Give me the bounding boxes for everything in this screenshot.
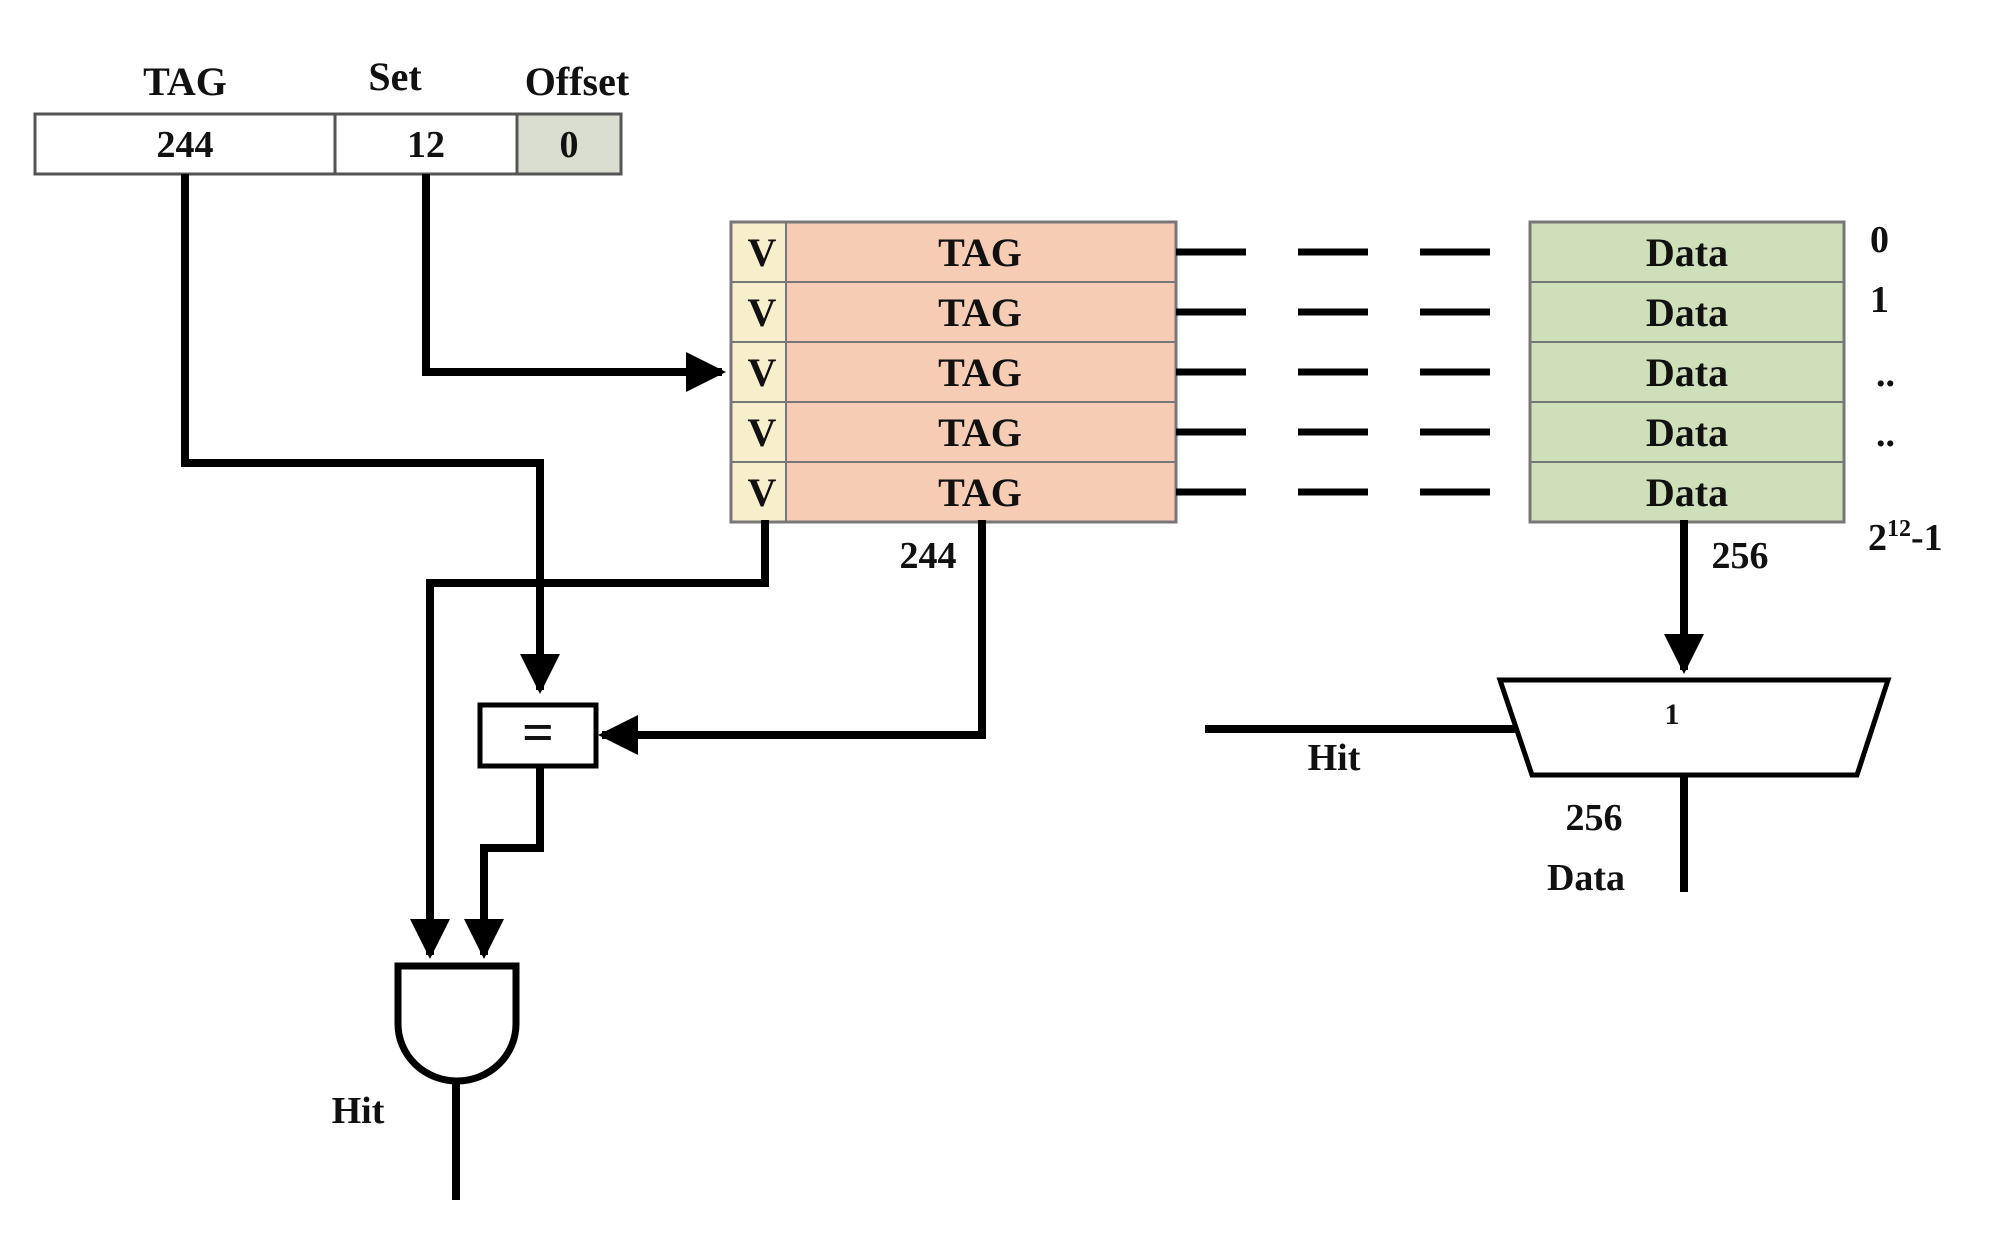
offset-field-bits: 0 xyxy=(560,124,579,166)
tag-width-label: 244 xyxy=(900,535,957,577)
data-cell xyxy=(1529,401,1845,463)
valid-bit-label: V xyxy=(748,410,777,455)
data-cell xyxy=(1529,461,1845,523)
data-cell-label: Data xyxy=(1646,470,1728,515)
stored-tag-wire xyxy=(598,520,986,755)
tag-comparator: = xyxy=(477,702,599,769)
set-index-label: 0 xyxy=(1870,219,1889,261)
data-cell xyxy=(1529,281,1845,343)
tag-cell-label: TAG xyxy=(938,290,1022,335)
data-cell-label: Data xyxy=(1646,350,1728,395)
set-index-label: .. xyxy=(1876,413,1895,455)
wires xyxy=(181,174,1704,1200)
tag-field-bits: 244 xyxy=(157,124,214,166)
and-gate xyxy=(394,962,520,1085)
tag-data-links xyxy=(1176,248,1490,496)
data-mux: 1 xyxy=(1496,677,1892,778)
data-cell-label: Data xyxy=(1646,230,1728,275)
tag-cell-label: TAG xyxy=(938,410,1022,455)
tag-cell-label: TAG xyxy=(938,470,1022,515)
data-cell xyxy=(1529,221,1845,283)
valid-bit-wire xyxy=(410,520,769,959)
tag-array-row: V TAG xyxy=(730,221,1177,283)
valid-bit-label: V xyxy=(748,470,777,515)
and-hit-label: Hit xyxy=(332,1090,385,1132)
tag-array-row: V TAG xyxy=(730,401,1177,463)
comparator-symbol: = xyxy=(522,702,554,764)
mux-hit-label: Hit xyxy=(1308,737,1361,779)
offset-field-cell xyxy=(515,112,623,176)
tag-array: V TAG V TAG V TAG V TAG V TAG xyxy=(729,220,1178,524)
address-register: TAG Set Offset 244 12 0 xyxy=(33,54,630,176)
tag-field-header: TAG xyxy=(143,59,227,104)
tag-cell-label: TAG xyxy=(938,230,1022,275)
set-index-label: 1 xyxy=(1870,279,1889,321)
compare-result-wire xyxy=(464,768,544,959)
set-field-header: Set xyxy=(368,54,422,99)
tag-field-cell xyxy=(33,112,337,176)
data-cell xyxy=(1529,341,1845,403)
data-cell-label: Data xyxy=(1646,410,1728,455)
set-field-bits: 12 xyxy=(407,124,445,166)
valid-bit-label: V xyxy=(748,290,777,335)
data-array-row: Data 212-1 xyxy=(1529,461,1943,559)
set-field-cell xyxy=(333,112,519,176)
valid-bit-label: V xyxy=(748,350,777,395)
set-index-wire xyxy=(422,174,726,392)
tag-array-row: V TAG xyxy=(730,281,1177,343)
data-array-row: Data.. xyxy=(1529,341,1895,403)
valid-bit-label: V xyxy=(748,230,777,275)
data-width-label: 256 xyxy=(1712,535,1769,577)
data-cell-label: Data xyxy=(1646,290,1728,335)
offset-field-header: Offset xyxy=(525,59,630,104)
tag-field-wire xyxy=(181,174,560,694)
tag-cell-label: TAG xyxy=(938,350,1022,395)
tag-array-row: V TAG xyxy=(730,341,1177,403)
data-array-row: Data 1 xyxy=(1529,279,1889,343)
valid-bit-cell xyxy=(730,461,787,523)
data-array-row: Data 0 xyxy=(1529,219,1889,283)
mux-out-width-label: 256 xyxy=(1566,797,1623,839)
mux-out-data-label: Data xyxy=(1547,857,1625,899)
data-array-row: Data.. xyxy=(1529,401,1895,463)
tag-array-row: V TAG xyxy=(730,461,1177,523)
set-index-label: 212-1 xyxy=(1868,516,1943,559)
set-index-label: .. xyxy=(1876,353,1895,395)
mux-select-value: 1 xyxy=(1665,698,1680,731)
